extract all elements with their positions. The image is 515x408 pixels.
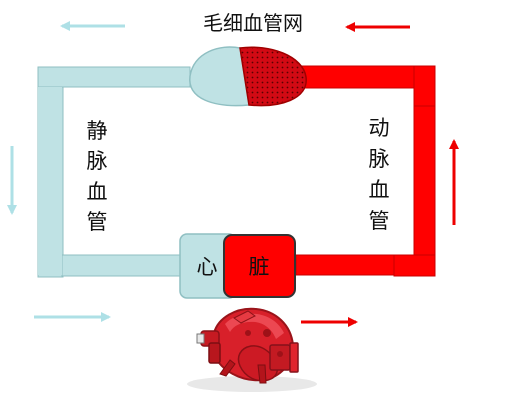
svg-text:血: 血 [87,180,108,204]
capillary-network [189,46,307,107]
capillary-network-label: 毛细血管网 [203,11,303,35]
heart-right-label: 脏 [249,255,270,279]
svg-text:血: 血 [369,178,390,202]
svg-text:管: 管 [369,209,390,233]
svg-text:脉: 脉 [87,149,108,173]
vein-label: 静 脉 血 管 [87,119,108,234]
svg-text:动: 动 [369,116,390,140]
artery-vessel [295,65,436,277]
vein-vessel [37,66,191,278]
svg-text:管: 管 [87,210,108,234]
artery-label: 动 脉 血 管 [369,116,390,233]
heart-left-label: 心 [197,255,218,279]
heart-box: 心 脏 [179,233,296,299]
pump-icon [187,307,317,392]
svg-text:静: 静 [87,119,108,143]
svg-text:脉: 脉 [369,147,390,171]
